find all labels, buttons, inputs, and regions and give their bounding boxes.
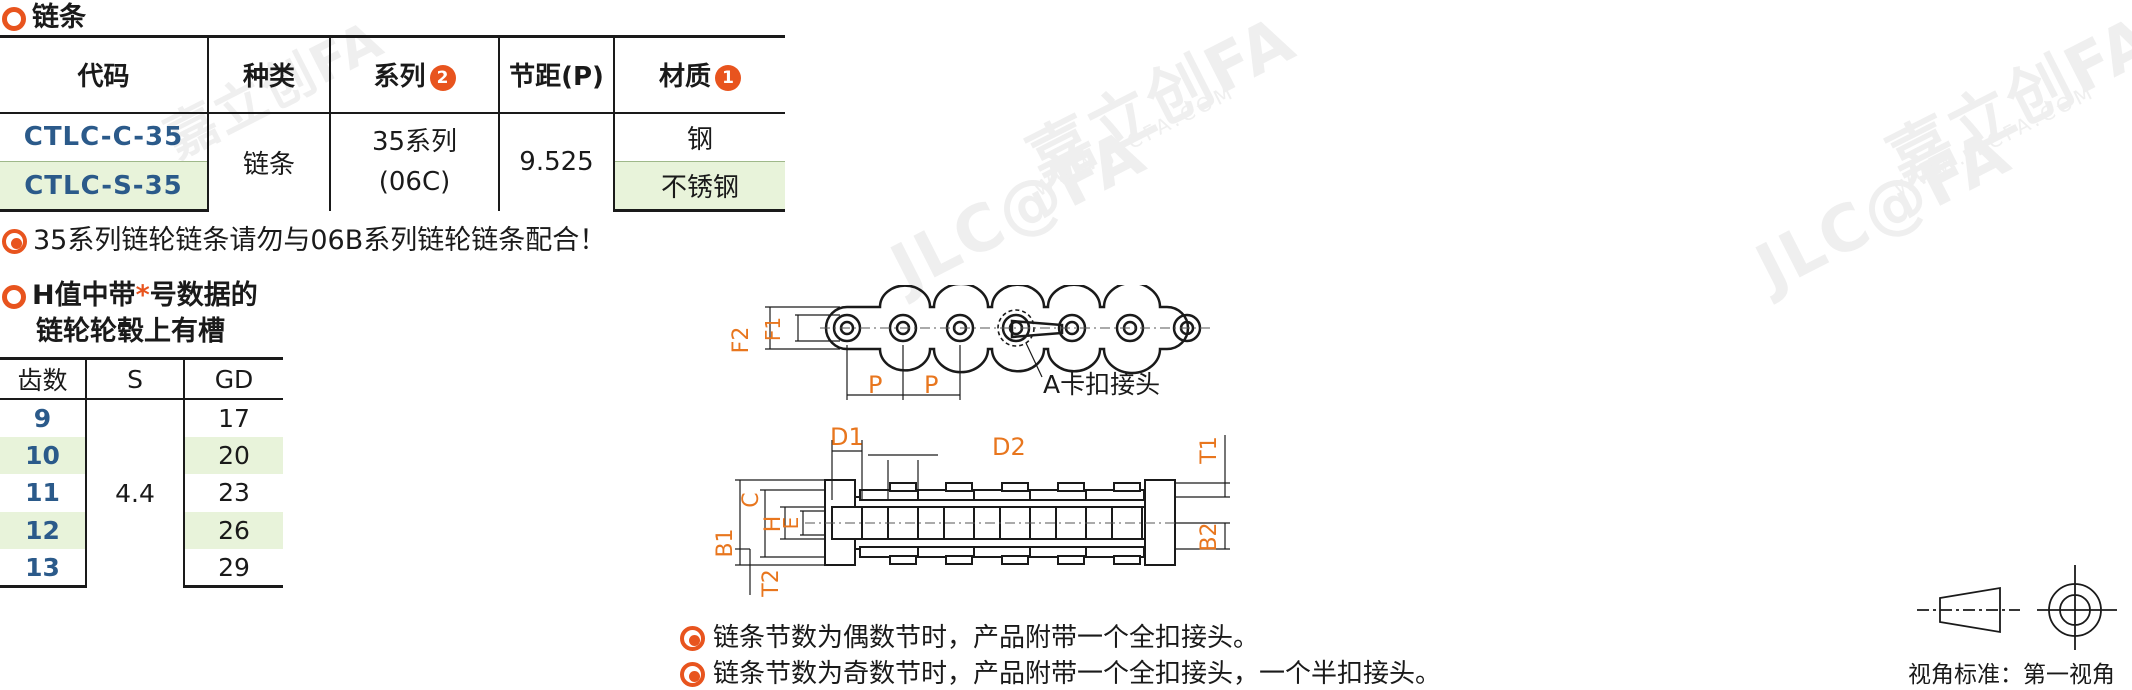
chain-top-view [824, 285, 1202, 375]
f2-label: F2 [729, 327, 754, 354]
product-code[interactable]: CTLC-C-35 [0, 112, 208, 162]
material-badge: 1 [715, 64, 741, 91]
bottom-note-1: 链条节数为偶数节时，产品附带一个全扣接头。 [680, 617, 1259, 654]
gd-value: 23 [183, 474, 283, 512]
series-badge: 2 [429, 64, 456, 91]
section-heading: 链条 [2, 3, 86, 33]
teeth-count: 13 [0, 549, 86, 589]
gd-value: 17 [183, 399, 283, 437]
h-note-line2: 链轮轮毂上有槽 [36, 316, 225, 347]
s-value: 4.4 [85, 399, 184, 587]
teeth-count: 10 [0, 436, 86, 475]
c-label: C [739, 492, 764, 507]
gd-value: 29 [183, 549, 283, 589]
col-s: S [85, 357, 184, 400]
table-row: 11 23 [0, 474, 283, 512]
series-line2: (06C) [378, 167, 451, 197]
t2-label: T2 [759, 569, 784, 597]
gd-value: 26 [183, 511, 283, 550]
h-note-star: * [135, 280, 150, 311]
series-line1: 35系列 [371, 127, 458, 157]
teeth-count: 12 [0, 511, 86, 550]
col-pitch: 节距(P) [498, 35, 614, 114]
pitch-value: 9.525 [498, 112, 614, 211]
chain-series: 35系列 (06C) [329, 112, 499, 211]
p-label-2: P [924, 371, 938, 399]
h-note-suffix: 号数据的 [149, 280, 258, 311]
bottom-note-1-text: 链条节数为偶数节时，产品附带一个全扣接头。 [713, 623, 1260, 653]
bottom-note-2-text: 链条节数为奇数节时，产品附带一个全扣接头，一个半扣接头。 [713, 659, 1442, 689]
h-note: H值中带*号数据的 [2, 273, 258, 312]
product-code[interactable]: CTLC-S-35 [0, 161, 208, 212]
t1-label: T1 [1197, 436, 1222, 464]
col-type: 种类 [207, 35, 330, 114]
warning-text: 35系列链轮链条请勿与06B系列链轮链条配合！ [33, 225, 607, 256]
bottom-note-2: 链条节数为奇数节时，产品附带一个全扣接头，一个半扣接头。 [680, 653, 1441, 690]
col-gd: GD [183, 357, 283, 400]
projection-label: 视角标准：第一视角 [1908, 662, 2115, 688]
gd-value: 20 [183, 436, 283, 475]
chain-side-view [824, 479, 1176, 566]
h-label: H [761, 516, 786, 533]
teeth-count: 11 [25, 478, 60, 508]
d1-label: D1 [830, 423, 864, 451]
e-label: E [779, 517, 803, 530]
section-bullet-icon [2, 6, 26, 31]
b2-label: B2 [1197, 522, 1222, 551]
first-angle-projection-icon [1917, 565, 2117, 650]
note-bullet-icon [680, 626, 705, 651]
col-code: 代码 [0, 35, 208, 114]
f-dimensions [765, 306, 840, 350]
note-bullet-icon [680, 662, 705, 687]
f1-label: F1 [761, 317, 785, 341]
p-label-1: P [868, 371, 882, 399]
col-series-label: 系列 [373, 62, 426, 93]
table-row: CTLC-C-35 链条 35系列 (06C) 9.525 钢 [0, 112, 785, 211]
col-teeth: 齿数 [0, 357, 86, 400]
table-row: 12 26 [0, 511, 283, 550]
note-bullet-icon [2, 229, 27, 254]
col-material-label: 材质 [658, 62, 711, 93]
side-dimensions [735, 435, 1230, 595]
a-joint-label: A卡扣接头 [1043, 370, 1160, 399]
material-value: 不锈钢 [613, 161, 785, 212]
chain-drawing: F2 F1 P P A卡扣接头 D1 D2 T1 B2 B1 C H E T2 [713, 285, 1230, 598]
chain-type: 链条 [207, 112, 330, 211]
d2-label: D2 [992, 433, 1026, 461]
h-note-prefix: H值中带 [32, 280, 136, 311]
b1-label: B1 [713, 528, 738, 557]
h-note-bullet-icon [2, 284, 26, 309]
table-row: 10 20 [0, 436, 283, 475]
teeth-count: 9 [33, 403, 52, 433]
p-dimensions [846, 345, 961, 400]
table-row: 13 29 [0, 549, 283, 589]
table-row: CTLC-S-35 不锈钢 [0, 161, 785, 212]
warning-note: 35系列链轮链条请勿与06B系列链轮链条配合！ [2, 218, 606, 257]
section-title: 链条 [32, 2, 86, 33]
material-value: 钢 [613, 112, 785, 162]
